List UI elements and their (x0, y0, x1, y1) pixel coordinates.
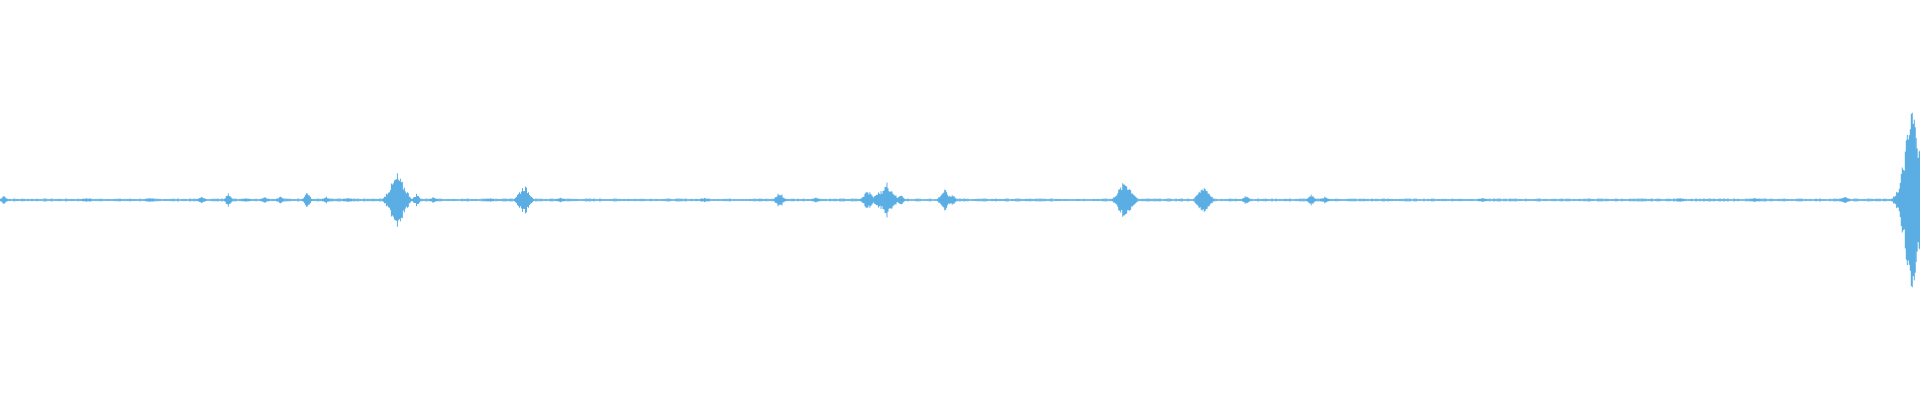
waveform-spike (556, 197, 566, 203)
waveform-spike (260, 197, 270, 203)
waveform-spike (412, 193, 421, 207)
waveform-spike (1193, 188, 1214, 212)
waveform-spike (1112, 183, 1138, 217)
waveform-noise (0, 198, 1919, 202)
waveform-spike (1675, 198, 1685, 202)
waveform-spike (321, 196, 331, 204)
waveform-spike (429, 197, 439, 203)
waveform-spike (343, 198, 352, 202)
waveform-trace (0, 112, 1920, 288)
waveform-spike (1901, 138, 1920, 262)
waveform-spike (700, 197, 710, 203)
waveform-spike (1477, 198, 1487, 202)
waveform-spike (145, 198, 155, 202)
waveform-spike (382, 173, 412, 227)
waveform-spike (241, 198, 251, 202)
waveform-spike (223, 193, 233, 207)
waveform-spike (301, 193, 312, 207)
waveform-spike (514, 186, 534, 214)
waveform-spike (1840, 197, 1850, 203)
waveform-spike (1241, 196, 1251, 204)
waveform-spike (0, 196, 9, 204)
waveform-spike (1320, 196, 1330, 204)
waveform-spike (485, 198, 495, 202)
waveform-spike (811, 197, 821, 203)
waveform-spike (275, 196, 285, 204)
waveform-spike (875, 182, 899, 218)
waveform-spike (773, 193, 786, 207)
waveform-spike (895, 195, 905, 205)
waveform-spike (1306, 194, 1316, 206)
waveform-spike (860, 192, 875, 208)
waveform-spike (1750, 198, 1760, 202)
waveform-spike (81, 198, 91, 202)
waveform-spike (197, 196, 207, 204)
waveform-spike (947, 195, 957, 205)
